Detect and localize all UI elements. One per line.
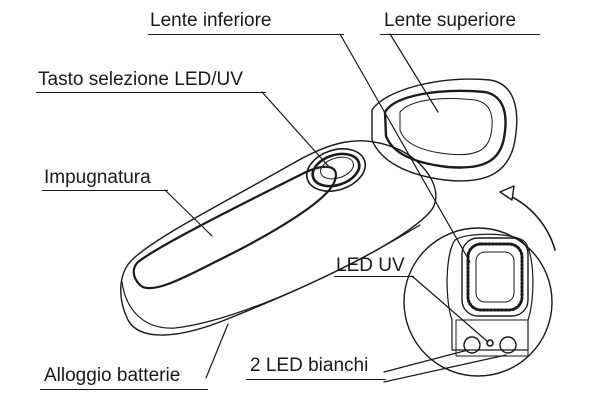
label-led-uv: LED UV (336, 255, 405, 276)
handle-lower-edge (121, 224, 421, 329)
leader-upper-lens (389, 33, 439, 113)
detail-lens-frame (461, 237, 529, 317)
leader-white-leds-2 (383, 354, 507, 383)
detail-base (455, 319, 529, 357)
lens-frame-inner (383, 89, 507, 169)
rule-white-leds (246, 379, 386, 381)
leader-lower-lens (339, 33, 471, 263)
leader-led-uv-button (261, 91, 331, 169)
rule-led-uv-button (36, 92, 266, 94)
lens-glass (399, 98, 493, 156)
leader-led-uv (411, 275, 489, 343)
grip-panel (132, 165, 338, 290)
button-core (320, 156, 354, 180)
rotate-arrow (507, 194, 556, 251)
rule-upper-lens (380, 34, 540, 36)
label-led-uv-button: Tasto selezione LED/UV (38, 69, 243, 90)
label-white-leds: 2 LED bianchi (250, 355, 369, 376)
label-lower-lens: Lente inferiore (150, 10, 272, 31)
leader-white-leds-1 (383, 349, 469, 373)
detail-led-ring (466, 242, 524, 312)
white-led-right (499, 336, 517, 354)
detail-housing (446, 233, 534, 351)
detail-circle (403, 227, 553, 377)
uv-led-center (486, 339, 494, 347)
leader-battery (205, 323, 229, 379)
rule-led-uv (334, 276, 414, 278)
rule-battery (40, 389, 208, 391)
label-upper-lens: Lente superiore (384, 10, 517, 31)
lens-frame-outer (371, 78, 518, 182)
handle-body (120, 140, 437, 336)
rotate-arrowhead (499, 185, 515, 201)
label-battery: Alloggio batterie (44, 365, 181, 386)
label-grip: Impugnatura (44, 167, 151, 188)
leader-grip (164, 189, 213, 237)
button-inner (311, 152, 361, 188)
rule-lower-lens (148, 34, 344, 36)
button-outer (306, 148, 366, 192)
rule-grip (42, 190, 168, 192)
detail-lens-glass (475, 251, 515, 303)
white-led-left (463, 336, 481, 354)
